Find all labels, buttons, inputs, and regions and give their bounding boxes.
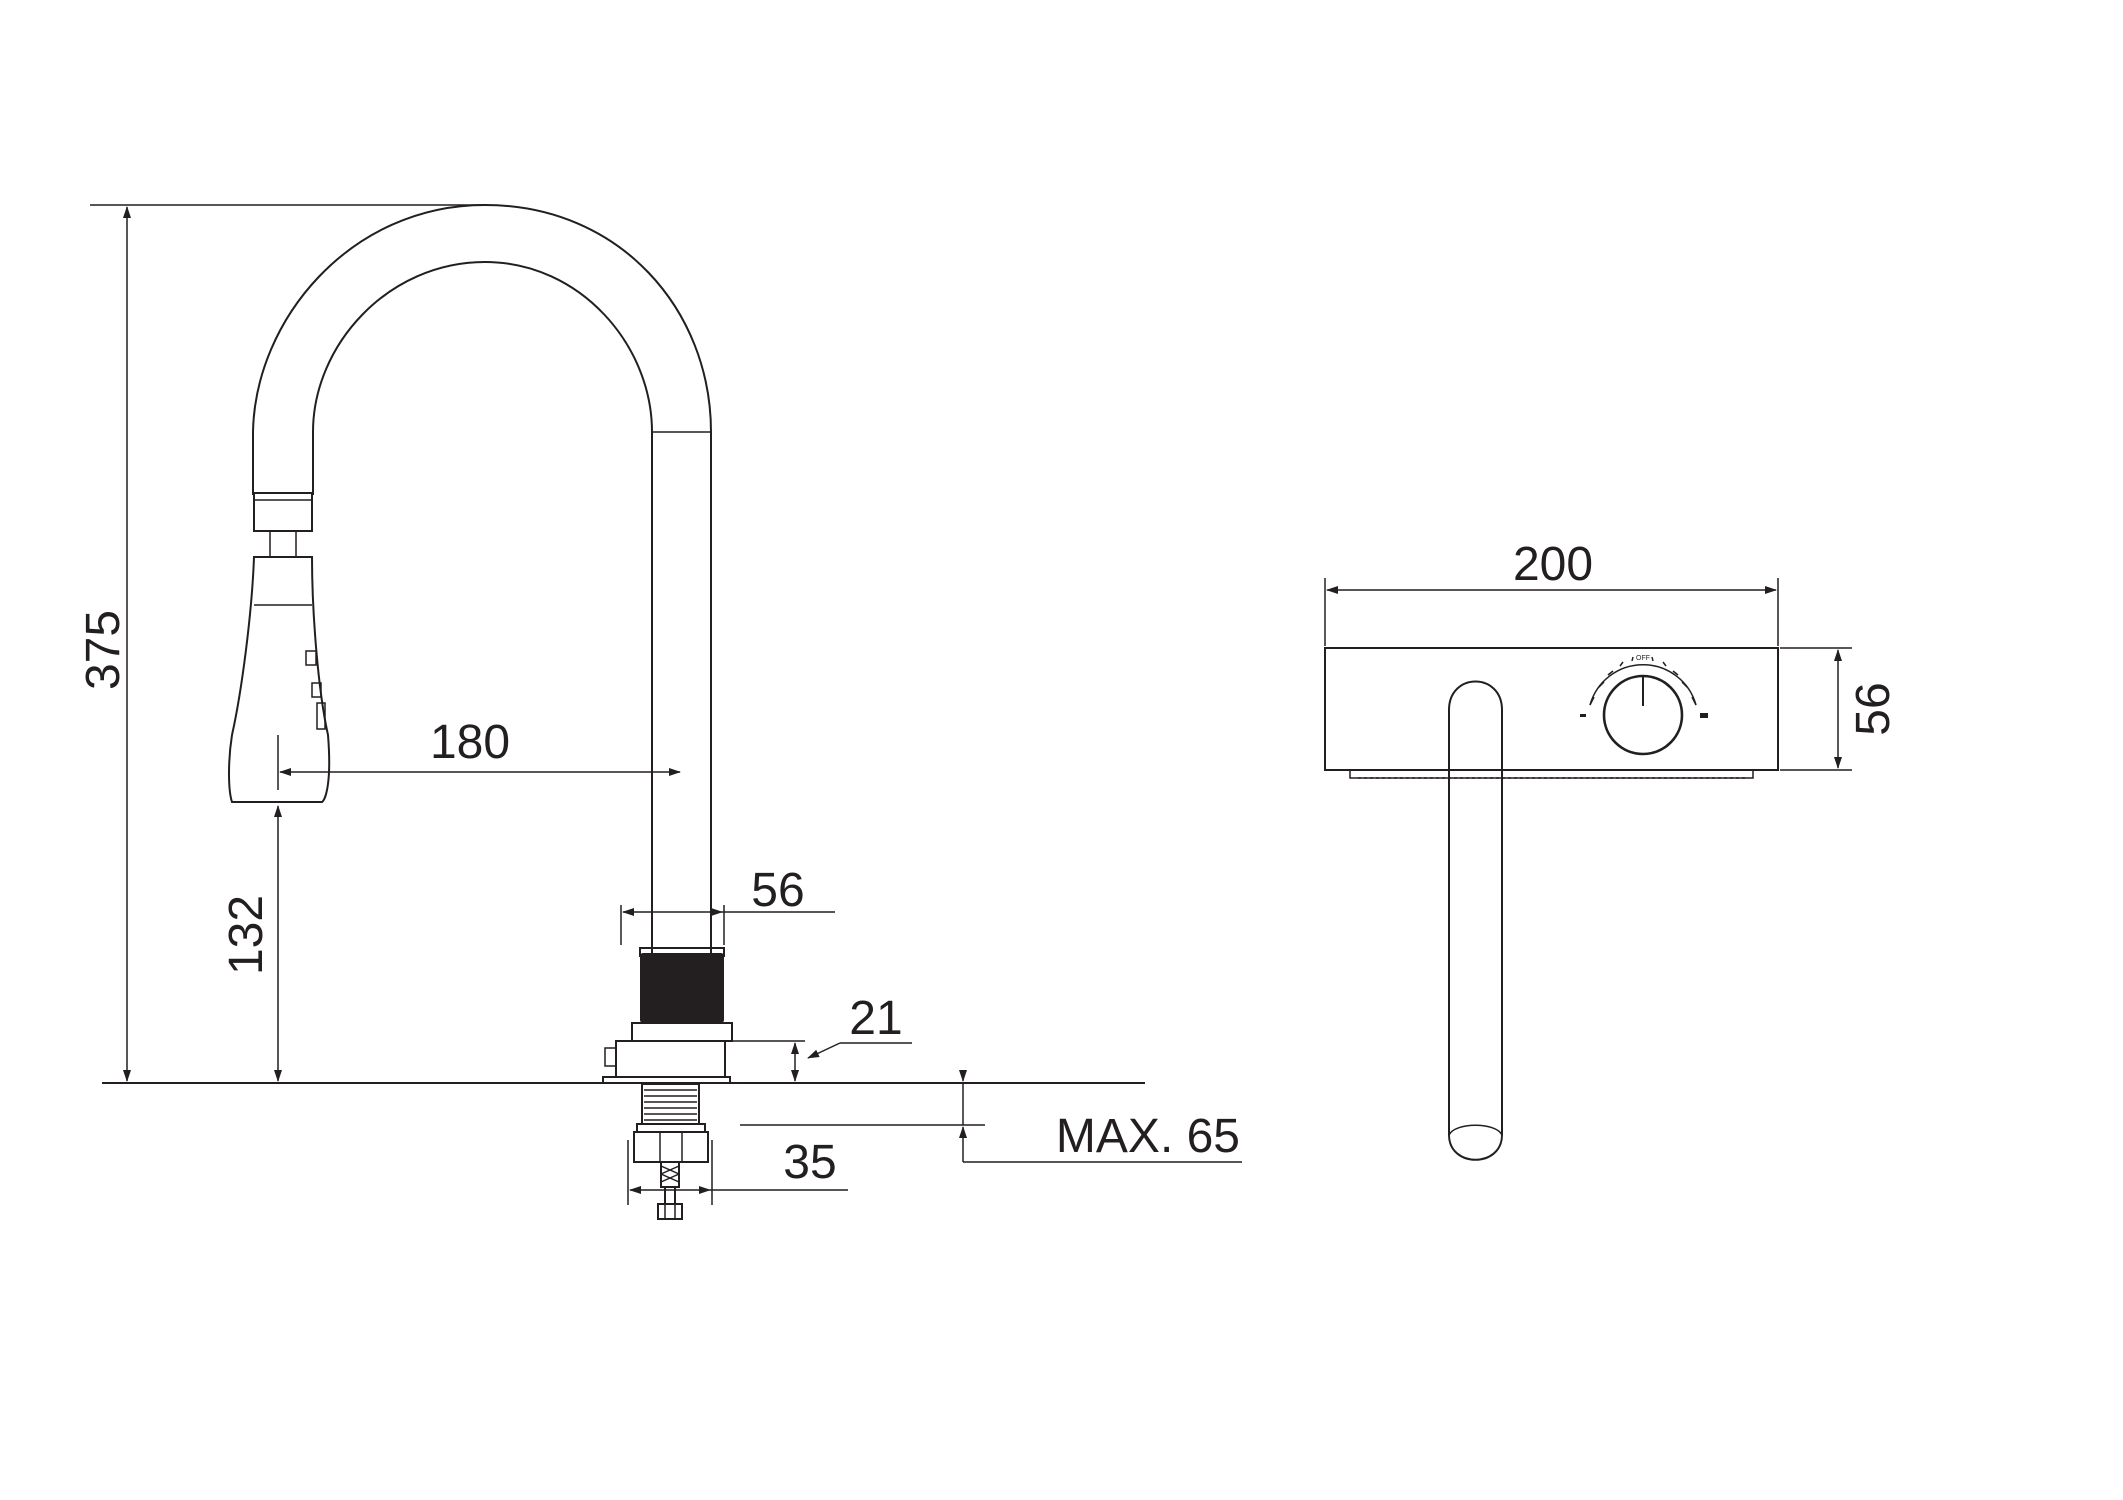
max-counter-label: MAX. 65 (1056, 1110, 1240, 1163)
collar-top-band (639, 947, 725, 957)
thread-diameter-label: 35 (783, 1136, 836, 1189)
front-ledge (1349, 769, 1754, 779)
dial-scale-ticks (1589, 656, 1697, 706)
dial-min-mark (1580, 714, 1586, 717)
fixing-nut (633, 1131, 709, 1163)
washer (636, 1123, 706, 1133)
base-ring (631, 1022, 733, 1042)
hose-connector (657, 1203, 683, 1220)
dim-thread-diameter: 35 (627, 1136, 848, 1205)
dim-base-height: 21 (730, 992, 912, 1084)
dim-max-counter: MAX. 65 (740, 1070, 1242, 1163)
spray-head (228, 556, 331, 803)
dim-spout-height: 132 (220, 805, 282, 1082)
front-depth-label: 56 (1847, 682, 1900, 735)
hose-braid (660, 1165, 680, 1183)
dim-total-height: 375 (77, 204, 485, 1082)
base-block (615, 1040, 726, 1078)
spray-button-low (316, 702, 326, 730)
spout-inner (312, 260, 653, 953)
hose-collar (253, 492, 313, 532)
front-view: OFF 200 56 (1324, 538, 1900, 1161)
head-offset-label: 180 (430, 716, 510, 769)
dim-head-offset: 180 (277, 716, 681, 790)
handle (1448, 680, 1503, 1161)
spray-button-top (305, 650, 317, 666)
spout-height-label: 132 (220, 895, 273, 975)
spray-button-mid (311, 682, 322, 698)
body-diameter-label: 56 (751, 864, 804, 917)
dim-front-width: 200 (1324, 538, 1779, 646)
dial-off-label: OFF (1636, 655, 1650, 662)
handle-tip (1448, 1124, 1503, 1136)
dim-body-diameter: 56 (620, 864, 835, 945)
knurled-collar (640, 953, 724, 1023)
total-height-label: 375 (77, 610, 130, 690)
spout-outer (252, 203, 712, 953)
front-width-label: 200 (1513, 538, 1593, 591)
thread-lines (644, 1089, 697, 1121)
dial-max-mark (1700, 713, 1708, 718)
front-body (1324, 647, 1779, 771)
hose-stem (269, 530, 297, 558)
base-lever-stub (604, 1047, 617, 1067)
base-height-label: 21 (849, 992, 902, 1045)
side-view: 375 180 132 56 21 (77, 203, 1242, 1220)
base-plate (602, 1076, 731, 1084)
dim-front-depth: 56 (1780, 647, 1900, 771)
